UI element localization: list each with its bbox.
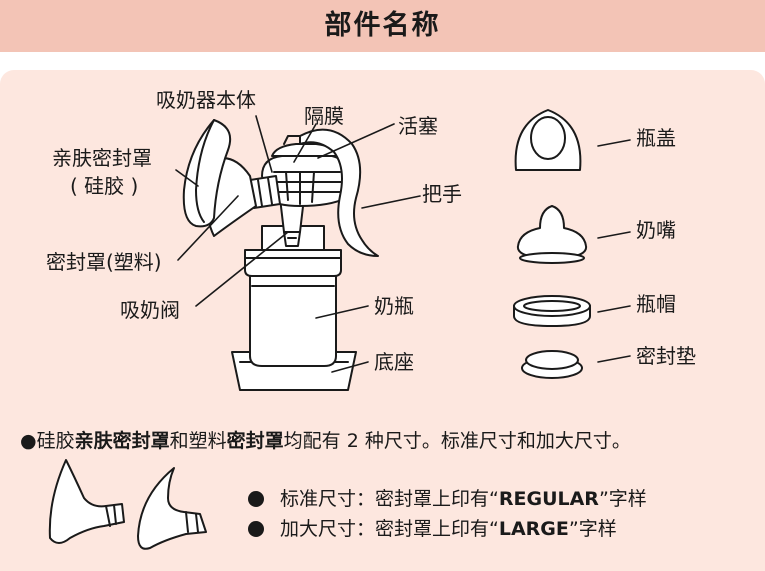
note-bullet: ● xyxy=(20,430,37,452)
label-piston: 活塞 xyxy=(398,114,438,138)
label-collar: 瓶帽 xyxy=(636,292,676,316)
content-panel xyxy=(0,70,765,571)
label-base: 底座 xyxy=(374,350,414,374)
label-handle: 把手 xyxy=(422,182,462,206)
seal-cover-sizes-illustration xyxy=(48,459,207,550)
label-valve: 吸奶阀 xyxy=(120,298,180,322)
label-pump-body: 吸奶器本体 xyxy=(156,88,256,112)
label-skin-seal-material: ( 硅胶 ) xyxy=(70,174,139,198)
breast-pump-illustration xyxy=(182,119,379,391)
bullet-icon xyxy=(248,521,264,537)
size-note: ●硅胶亲肤密封罩和塑料密封罩均配有 2 种尺寸。标准尺寸和加大尺寸。 xyxy=(20,430,631,452)
pump-handle xyxy=(299,128,379,257)
size-row-regular: 标准尺寸：密封罩上印有“REGULAR”字样 xyxy=(248,484,647,511)
label-seal-cover-plastic: 密封罩(塑料) xyxy=(46,250,162,274)
nipple-illustration xyxy=(516,205,588,259)
label-skin-seal-cover: 亲肤密封罩 xyxy=(52,146,152,170)
page-title: 部件名称 xyxy=(324,10,441,41)
bullet-icon xyxy=(248,491,264,507)
title-bar xyxy=(0,0,765,52)
label-bottle: 奶瓶 xyxy=(374,294,414,318)
pump-bottle xyxy=(249,271,337,367)
size-row-large: 加大尺寸：密封罩上印有“LARGE”字样 xyxy=(248,514,617,541)
pump-collar xyxy=(244,249,342,277)
label-nipple: 奶嘴 xyxy=(636,218,676,242)
label-bottle-cap: 瓶盖 xyxy=(636,126,676,150)
label-diaphragm: 隔膜 xyxy=(304,104,344,128)
pump-skin-seal xyxy=(182,119,232,228)
label-sealing-disc: 密封垫 xyxy=(636,344,696,368)
